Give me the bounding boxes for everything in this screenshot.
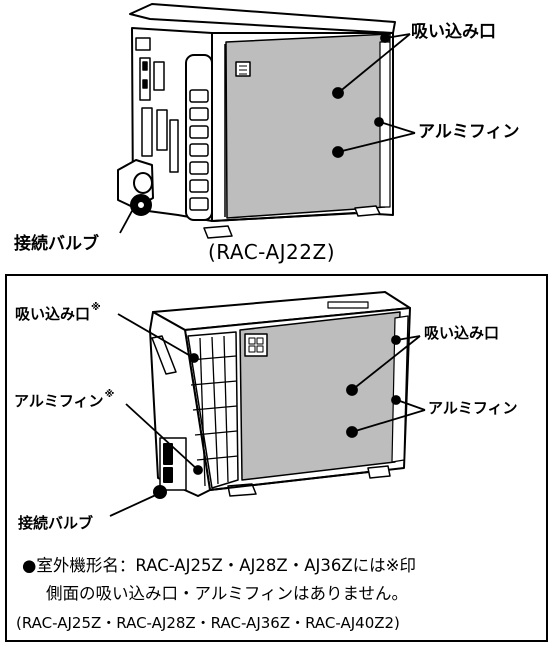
bottom-fin-side-text: アルミフィン — [14, 392, 104, 410]
bottom-intake-side-label: 吸い込み口※ — [15, 303, 101, 323]
bottom-intake-back-label: 吸い込み口 — [424, 324, 500, 342]
top-fin-label: アルミフィン — [418, 122, 520, 142]
bottom-fin-back-label: アルミフィン — [428, 399, 518, 417]
note-line-1: ●室外機形名：RAC-AJ25Z・AJ28Z・AJ36Zには※印 — [22, 556, 416, 575]
bottom-valve-label: 接続バルブ — [18, 514, 94, 532]
variant-models-box — [5, 274, 548, 642]
note-mark-2: ※ — [104, 389, 115, 400]
top-model-label: (RAC-AJ22Z) — [208, 240, 335, 264]
top-leaders — [119, 33, 416, 234]
note-line-2: 側面の吸い込み口・アルミフィンはありません。 — [46, 584, 409, 603]
bottom-outdoor-unit — [149, 291, 411, 499]
bottom-leaders — [109, 313, 426, 517]
bottom-intake-side-text: 吸い込み口 — [15, 305, 91, 323]
top-intake-label: 吸い込み口 — [411, 22, 496, 42]
bottom-models-label: (RAC-AJ25Z・RAC-AJ28Z・RAC-AJ36Z・RAC-AJ40Z… — [16, 614, 400, 632]
top-outdoor-unit — [117, 3, 396, 239]
bottom-fin-side-label: アルミフィン※ — [14, 390, 114, 410]
note-mark: ※ — [91, 302, 101, 313]
top-valve-label: 接続バルブ — [14, 234, 99, 254]
